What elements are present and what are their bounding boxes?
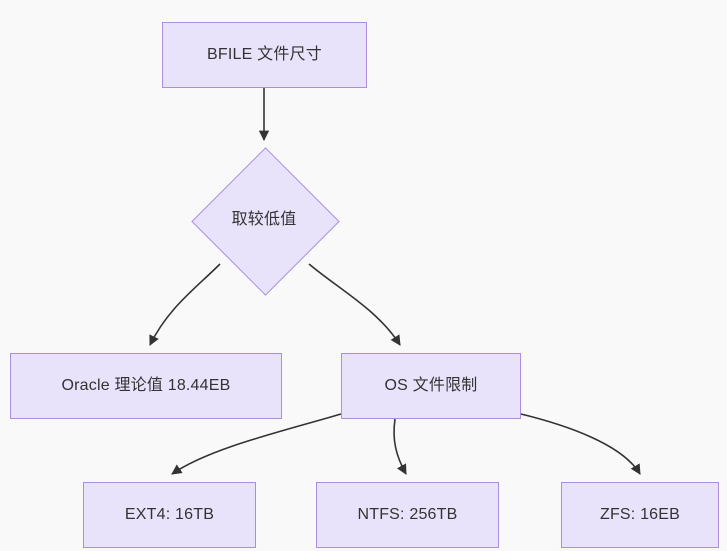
edge-os-file-limit-to-ntfs	[393, 418, 407, 475]
edge-os-file-limit-to-zfs	[520, 413, 641, 475]
node-label: OS 文件限制	[384, 376, 478, 394]
node-label: EXT4: 16TB	[124, 505, 215, 523]
node-label: NTFS: 256TB	[357, 505, 458, 523]
node-ext4[interactable]: EXT4: 16TB	[83, 482, 256, 548]
node-os-file-limit[interactable]: OS 文件限制	[341, 353, 521, 419]
node-label: BFILE 文件尺寸	[207, 45, 322, 63]
node-take-lower[interactable]: 取较低值	[190, 146, 340, 296]
node-bfile-size[interactable]: BFILE 文件尺寸	[162, 22, 367, 88]
node-zfs[interactable]: ZFS: 16EB	[561, 482, 719, 548]
node-ntfs[interactable]: NTFS: 256TB	[316, 482, 499, 548]
node-label: Oracle 理论值 18.44EB	[61, 376, 231, 394]
node-label: 取较低值	[231, 210, 297, 228]
node-label: ZFS: 16EB	[599, 505, 681, 523]
edge-os-file-limit-to-ext4	[171, 413, 342, 475]
node-oracle-theoretical[interactable]: Oracle 理论值 18.44EB	[10, 353, 282, 419]
